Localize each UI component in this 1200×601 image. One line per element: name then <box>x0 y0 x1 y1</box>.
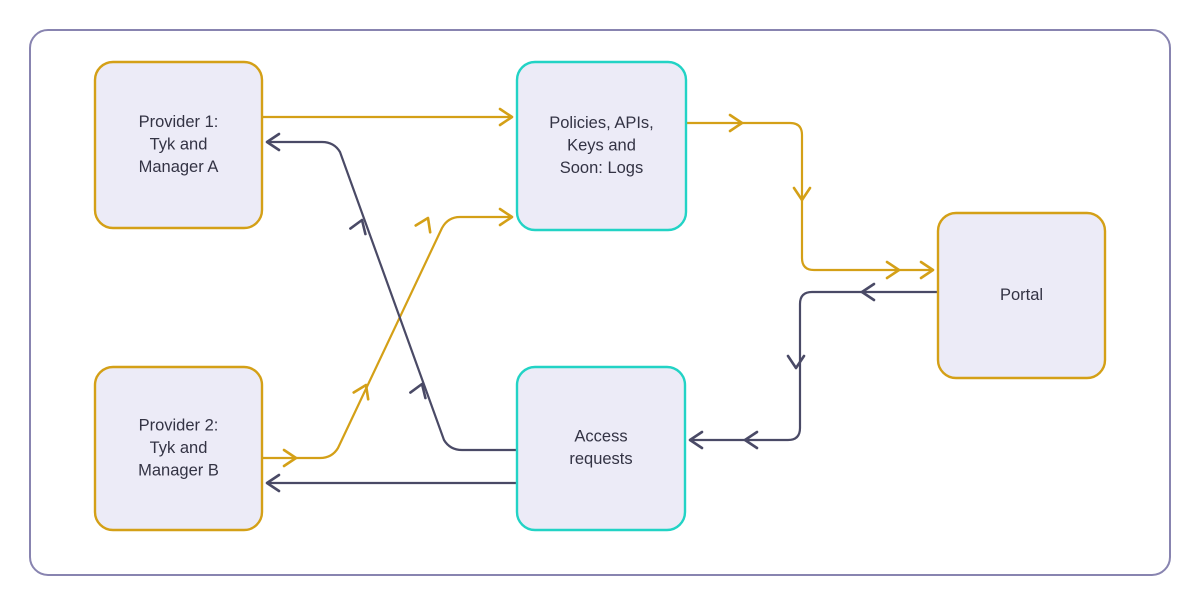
node-policies-apis-keys-logs-box[interactable] <box>515 60 688 232</box>
node-provider-2-label-line-1: Tyk and <box>150 439 208 457</box>
edge-access-requests-to-provider1-line <box>265 140 519 452</box>
edges-group <box>260 107 940 493</box>
node-provider-2-label-line-0: Provider 2: <box>139 416 219 434</box>
edge-provider2-to-policies-line <box>260 215 514 460</box>
node-policies-apis-keys-logs-label-line-0: Policies, APIs, <box>549 114 654 132</box>
edge-portal-to-access-requests-mid-arrow-icon-0 <box>860 282 876 302</box>
edge-portal-to-access-requests-mid-arrow-icon-2 <box>743 430 759 450</box>
edge-portal-to-access-requests-arrow-icon <box>688 430 704 450</box>
edge-policies-to-portal <box>684 113 935 280</box>
edge-access-requests-to-provider2 <box>265 473 519 493</box>
edge-portal-to-access-requests <box>688 282 940 450</box>
edge-policies-to-portal-mid-arrow-icon-2 <box>885 260 901 280</box>
node-provider-1-label-line-2: Manager A <box>139 158 219 176</box>
outer-container <box>29 29 1171 576</box>
edge-portal-to-access-requests-mid-arrow-icon-1 <box>786 354 806 370</box>
edge-policies-to-portal-arrow-icon <box>919 260 935 280</box>
edge-policies-to-portal-mid-arrow-icon-1 <box>792 186 812 202</box>
node-provider-1-label-line-1: Tyk and <box>150 135 208 153</box>
node-provider-2-label-line-2: Manager B <box>138 461 219 479</box>
edge-policies-to-portal-line <box>684 121 935 272</box>
edge-access-requests-to-provider1-mid-arrow-icon-0 <box>409 382 427 400</box>
edge-access-requests-to-provider1 <box>265 132 519 452</box>
edge-access-requests-to-provider1-arrow-icon <box>265 132 281 152</box>
edge-access-requests-to-provider2-arrow-icon <box>265 473 281 493</box>
node-provider-2-box[interactable] <box>93 365 264 532</box>
edge-provider2-to-policies-arrow-icon <box>498 207 514 227</box>
node-portal-label-line-0: Portal <box>1000 286 1043 304</box>
node-portal-box[interactable] <box>936 211 1107 380</box>
edge-provider2-to-policies <box>260 207 514 468</box>
node-provider-1-box[interactable] <box>93 60 264 230</box>
node-access-requests-label-line-1: requests <box>569 450 632 468</box>
edge-provider2-to-policies-mid-arrow-icon-1 <box>414 216 432 234</box>
edge-provider1-to-policies <box>260 107 514 127</box>
node-access-requests[interactable]: Access requests <box>515 365 687 532</box>
edge-provider2-to-policies-mid-arrow-icon-0 <box>352 383 370 401</box>
node-provider-1-label-line-0: Provider 1: <box>139 113 219 131</box>
node-policies-apis-keys-logs-label-line-1: Keys and <box>567 136 636 154</box>
edge-portal-to-access-requests-line <box>688 290 940 442</box>
edge-provider1-to-policies-arrow-icon <box>498 107 514 127</box>
edge-access-requests-to-provider1-mid-arrow-icon-1 <box>349 218 367 236</box>
node-policies-apis-keys-logs-label-line-2: Soon: Logs <box>560 159 643 177</box>
node-access-requests-label-line-0: Access <box>574 428 627 446</box>
edge-provider2-to-policies-start-arrow-icon <box>282 448 298 468</box>
edge-policies-to-portal-mid-arrow-icon-0 <box>728 113 744 133</box>
node-portal[interactable]: Portal <box>936 211 1107 380</box>
node-access-requests-box[interactable] <box>515 365 687 532</box>
